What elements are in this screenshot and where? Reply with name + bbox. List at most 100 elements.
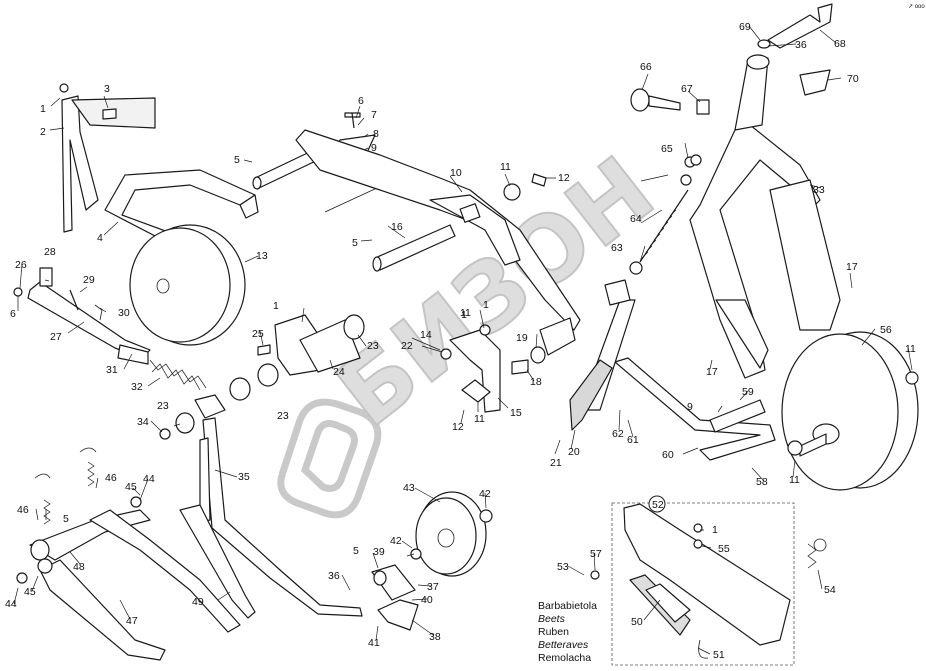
callout-50: 50 [631, 616, 643, 628]
callout-3: 3 [104, 83, 110, 95]
callout-1: 1 [461, 309, 467, 321]
callout-52: 52 [652, 499, 664, 511]
callout-23: 23 [367, 340, 379, 352]
handle-frame [689, 54, 841, 379]
callout-41: 41 [368, 637, 380, 649]
callout-44: 44 [143, 473, 155, 485]
callout-45: 45 [125, 481, 137, 493]
callout-13: 13 [256, 250, 268, 262]
label-betteraves: Betteraves [538, 639, 589, 651]
callout-46: 46 [17, 504, 29, 516]
callout-42: 42 [390, 535, 402, 547]
label-beets: Beets [538, 613, 565, 625]
callout-32: 32 [131, 381, 143, 393]
left-rod-spring [13, 267, 226, 419]
callout-60: 60 [662, 449, 674, 461]
callout-30: 30 [118, 307, 130, 319]
callout-47: 47 [126, 615, 138, 627]
callout-66: 66 [640, 61, 652, 73]
callout-11: 11 [789, 474, 800, 486]
callout-20: 20 [568, 446, 580, 458]
callout-43: 43 [403, 482, 415, 494]
callout-68: 68 [834, 38, 846, 50]
callout-39: 39 [373, 546, 385, 558]
callout-57: 57 [590, 548, 602, 560]
callout-35: 35 [238, 471, 250, 483]
callout-65: 65 [661, 143, 673, 155]
callout-7: 7 [371, 109, 377, 121]
callout-54: 54 [824, 584, 836, 596]
callout-22: 22 [401, 340, 413, 352]
callout-55: 55 [718, 543, 730, 555]
callout-21: 21 [550, 457, 562, 469]
adjust-parts [629, 3, 833, 275]
right-wheel [781, 331, 919, 491]
callout-1: 1 [712, 524, 718, 536]
label-ruben: Ruben [538, 626, 569, 638]
callout-25: 25 [252, 328, 264, 340]
callout-40: 40 [421, 594, 433, 606]
callout-56: 56 [880, 324, 892, 336]
callout-64: 64 [630, 213, 642, 225]
callout-58: 58 [756, 476, 768, 488]
callout-29: 29 [83, 274, 95, 286]
main-frame [295, 129, 581, 356]
callout-23: 23 [277, 410, 289, 422]
callout-5: 5 [352, 237, 358, 249]
callout-42: 42 [479, 488, 491, 500]
callout-67: 67 [681, 83, 693, 95]
callout-1: 1 [483, 299, 489, 311]
callout-12: 12 [452, 421, 464, 433]
callout-11: 11 [460, 307, 471, 319]
callout-5: 5 [353, 545, 359, 557]
option-52-box [590, 502, 827, 666]
callout-70: 70 [847, 73, 859, 85]
callout-5: 5 [63, 513, 69, 525]
bracket-parts [371, 564, 419, 631]
callout-18: 18 [530, 376, 542, 388]
callout-15: 15 [510, 407, 522, 419]
callout-38: 38 [429, 631, 441, 643]
callout-11: 11 [500, 161, 511, 173]
callout-8: 8 [373, 128, 379, 140]
wheel-frame-assembly [59, 83, 259, 346]
callout-26: 26 [15, 259, 27, 271]
label-barbabietola: Barbabietola [538, 600, 597, 612]
callout-36: 36 [795, 39, 807, 51]
small-wheel [410, 491, 493, 577]
callout-62: 62 [612, 428, 624, 440]
callout-19: 19 [516, 332, 528, 344]
callout-10: 10 [450, 167, 462, 179]
callout-49: 49 [192, 596, 204, 608]
callout-36: 36 [328, 570, 340, 582]
callout-69: 69 [739, 21, 751, 33]
callout-37: 37 [427, 581, 439, 593]
label-remolacha: Remolacha [538, 652, 592, 664]
callout-4: 4 [97, 232, 103, 244]
callout-61: 61 [627, 434, 639, 446]
callout-51: 51 [713, 649, 725, 661]
callout-24: 24 [333, 366, 345, 378]
control-rod [179, 417, 363, 619]
callout-28: 28 [44, 246, 56, 258]
leader-lines [13, 25, 913, 655]
callout-31: 31 [106, 364, 118, 376]
callout-11: 11 [474, 413, 485, 425]
callout-16: 16 [391, 221, 403, 233]
callout-11: 11 [905, 343, 916, 355]
callout-44: 44 [5, 598, 17, 610]
callout-14: 14 [420, 329, 432, 341]
callout-2: 2 [40, 126, 46, 138]
callout-17: 17 [706, 366, 718, 378]
callout-48: 48 [73, 561, 85, 573]
callout-6: 6 [10, 308, 16, 320]
callout-63: 63 [611, 242, 623, 254]
callout-6: 6 [358, 95, 364, 107]
callout-9: 9 [371, 142, 377, 154]
callout-1: 1 [273, 300, 279, 312]
callout-59: 59 [742, 386, 754, 398]
callout-45: 45 [24, 586, 36, 598]
crop-labels: Barbabietola Beets Ruben Betteraves Remo… [538, 600, 597, 665]
callout-33: 33 [813, 184, 825, 196]
